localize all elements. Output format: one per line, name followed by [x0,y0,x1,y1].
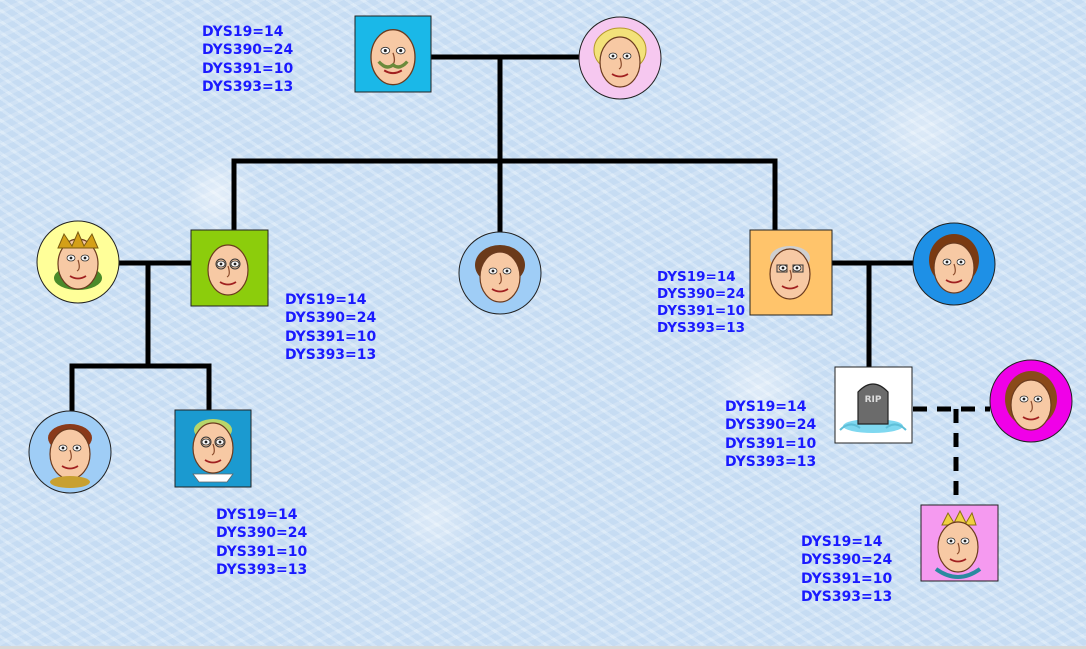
dys393-value: DYS393=13 [801,588,893,605]
dashed-lines [913,406,990,504]
node-son-left-wife[interactable] [36,220,120,304]
dys-label-great-grandson: DYS19=14 DYS390=24 DYS391=10 DYS393=13 [801,533,892,606]
dys-label-deceased-grandson: DYS19=14 DYS390=24 DYS391=10 DYS393=13 [725,398,816,471]
dys-label-son-right: DYS19=14 DYS390=24 DYS391=10 DYS393=13 [657,269,745,337]
dys393-value: DYS393=13 [285,346,377,363]
dys391-value: DYS391=10 [216,543,308,560]
bottom-border [0,646,1086,649]
node-son-right-wife[interactable] [912,222,996,306]
dys-label-son-left: DYS19=14 DYS390=24 DYS391=10 DYS393=13 [285,291,376,364]
node-great-grandson[interactable] [920,504,999,582]
node-partner-of-deceased[interactable] [989,359,1073,443]
node-grandson-right-deceased[interactable]: RIP [834,366,913,444]
dys390-value: DYS390=24 [216,525,308,542]
portrait-icon [769,246,811,300]
portrait-icon [593,27,647,88]
dys391-value: DYS391=10 [202,60,294,77]
dys390-value: DYS390=24 [801,552,893,569]
dys393-value: DYS393=13 [216,561,308,578]
dys391-value: DYS391=10 [801,570,893,587]
dys390-value: DYS390=24 [202,42,294,59]
node-daughter-middle[interactable] [458,231,542,315]
portrait-icon [929,234,979,294]
dys390-value: DYS390=24 [657,286,746,302]
dys-label-grandson-left: DYS19=14 DYS390=24 DYS391=10 DYS393=13 [216,506,307,579]
dys19-value: DYS19=14 [801,534,883,550]
dys19-value: DYS19=14 [725,399,807,415]
portrait-icon [192,419,234,483]
portrait-icon [1005,371,1057,431]
dys391-value: DYS391=10 [285,328,377,345]
portrait-icon [370,28,416,86]
dys391-value: DYS391=10 [725,435,817,452]
dys391-value: DYS391=10 [657,303,746,319]
node-granddaughter-left[interactable] [28,410,112,494]
portrait-icon [48,424,92,488]
dys393-value: DYS393=13 [725,453,817,470]
node-grandfather[interactable] [354,15,432,93]
dys19-value: DYS19=14 [285,292,367,308]
node-grandmother[interactable] [578,16,662,100]
portrait-icon [207,244,249,296]
portrait-icon [934,509,982,579]
portrait-icon [475,245,525,303]
pedigree-lines [69,54,916,413]
tombstone-icon: RIP [839,383,907,433]
dys390-value: DYS390=24 [725,417,817,434]
portrait-icon [54,230,102,290]
node-son-left[interactable] [190,229,269,307]
dys393-value: DYS393=13 [202,78,294,95]
dys-label-grandfather: DYS19=14 DYS390=24 DYS391=10 DYS393=13 [202,23,293,96]
node-son-right[interactable] [749,229,833,316]
dys19-value: DYS19=14 [202,24,284,40]
dys393-value: DYS393=13 [657,320,746,336]
dys19-value: DYS19=14 [657,269,736,285]
tombstone-text: RIP [865,395,882,405]
node-grandson-left[interactable] [174,409,252,488]
dys19-value: DYS19=14 [216,507,298,523]
dys390-value: DYS390=24 [285,310,377,327]
